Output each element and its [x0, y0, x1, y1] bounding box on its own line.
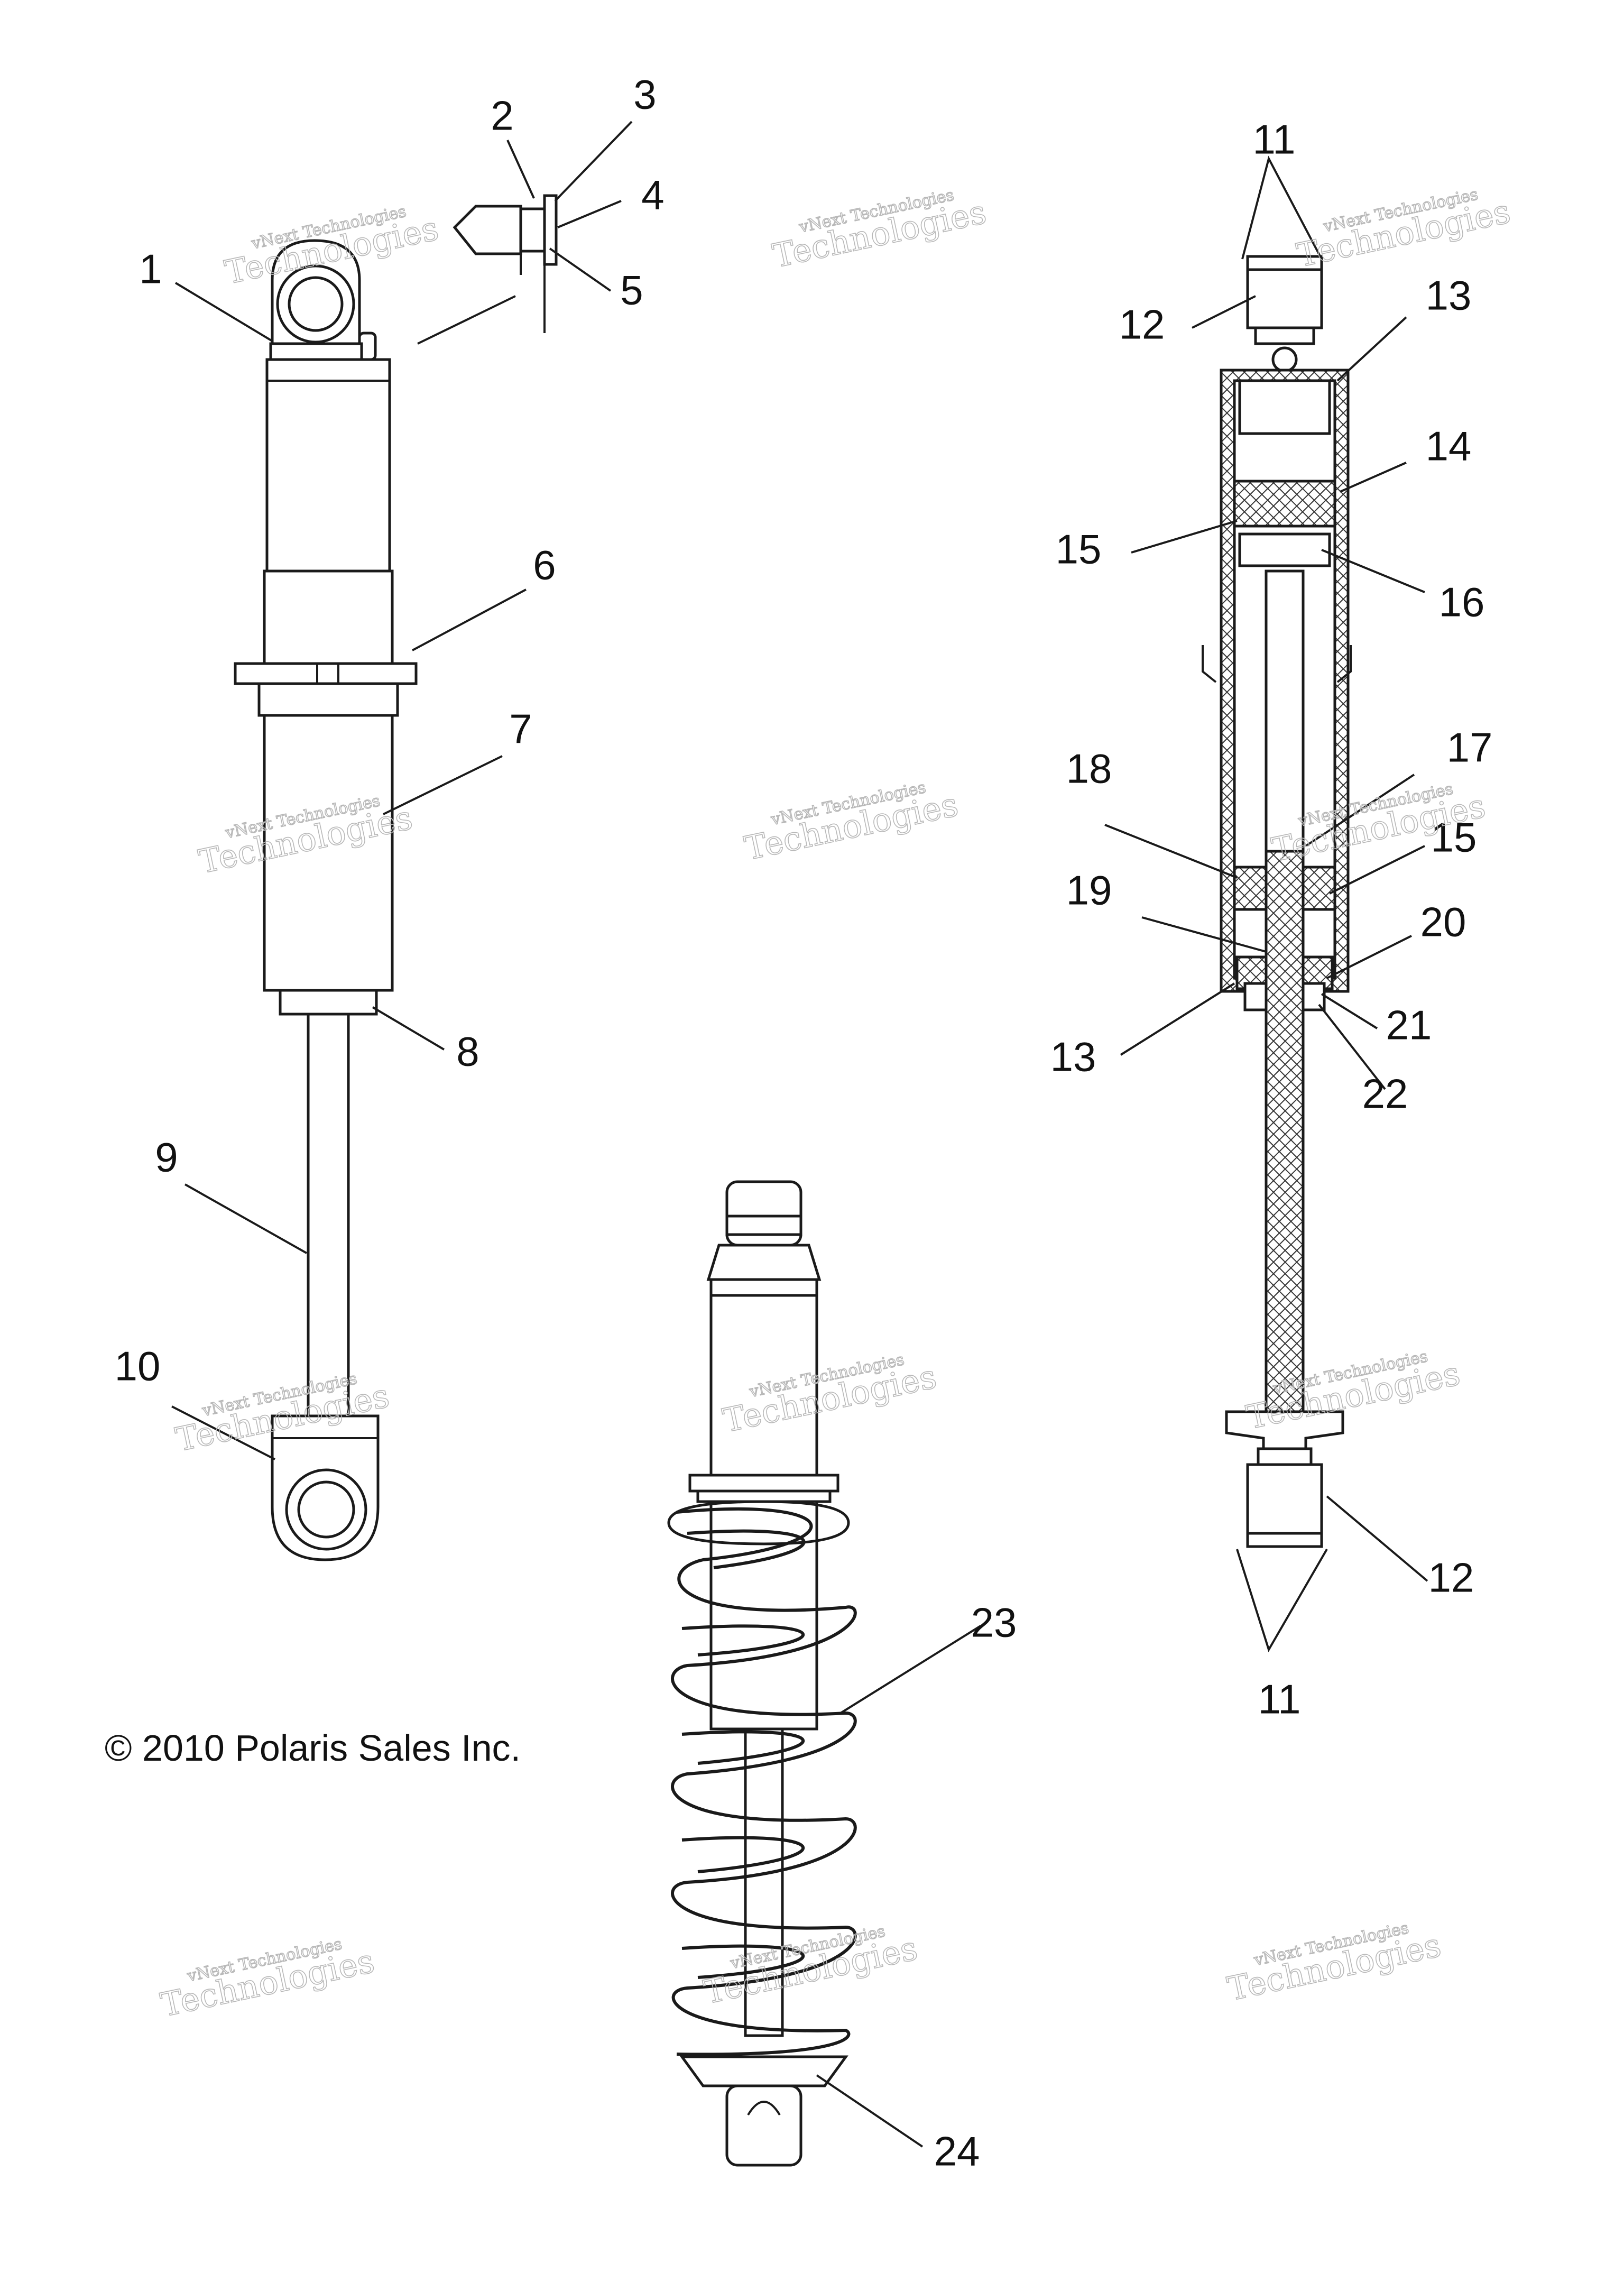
upper-body — [263, 569, 394, 665]
callout-8: 8 — [456, 1028, 479, 1075]
eyelet-base — [269, 342, 363, 361]
shock-body — [263, 714, 394, 992]
top-cap — [709, 1278, 818, 1297]
bottom-eyelet-bore — [297, 1480, 355, 1539]
threaded-collar — [257, 682, 399, 717]
valve-body — [519, 207, 546, 253]
coilover-shaft — [744, 1727, 784, 2037]
retainer-lip — [696, 1489, 832, 1503]
callout-19: 19 — [1066, 867, 1112, 914]
callout-1: 1 — [139, 246, 162, 292]
spring-retainer — [234, 662, 418, 685]
shock-shaft — [307, 1013, 350, 1418]
coilover-body — [709, 1294, 818, 1477]
bottom-bushing-washer — [1246, 1532, 1323, 1548]
callout-15-upper: 15 — [1056, 526, 1102, 573]
top-eyelet-bore — [288, 276, 344, 332]
ifp-piston — [1233, 480, 1336, 528]
callout-12-top: 12 — [1119, 301, 1165, 348]
callout-22: 22 — [1362, 1071, 1408, 1117]
bottom-clevis — [725, 2084, 802, 2167]
leader-lines — [171, 121, 1428, 2148]
callout-12-bottom: 12 — [1428, 1554, 1474, 1601]
callout-7: 7 — [509, 706, 532, 752]
top-clevis-band — [725, 1214, 802, 1236]
cutaway-shaft — [1265, 850, 1305, 1445]
callout-16: 16 — [1439, 579, 1485, 625]
callout-10: 10 — [115, 1343, 161, 1390]
seal-head-nut — [279, 989, 378, 1016]
lower-shaft-end — [1257, 1447, 1313, 1466]
callout-labels: 1 2 3 4 5 6 7 8 9 10 11 12 13 14 15 16 1… — [115, 71, 1493, 2175]
callout-6: 6 — [533, 542, 556, 588]
valve-washer — [543, 194, 558, 266]
callout-17: 17 — [1447, 724, 1493, 771]
cutaway-shock-assembly — [1202, 155, 1352, 1652]
bottom-bushing — [1246, 1463, 1323, 1535]
valve-detail — [453, 194, 558, 333]
top-eyelet-neck — [1254, 326, 1315, 345]
callout-15-lower: 15 — [1431, 814, 1477, 861]
reservoir-cap — [265, 358, 391, 573]
callout-11-bottom: 11 — [1258, 1676, 1301, 1723]
callout-3: 3 — [633, 71, 656, 118]
inner-shaft-top — [1265, 569, 1305, 869]
coilover-spring-retainer — [688, 1474, 839, 1493]
top-bleed-screw — [1271, 346, 1298, 373]
callout-24: 24 — [934, 2128, 980, 2175]
left-shock-assembly — [234, 239, 418, 1561]
callout-23: 23 — [971, 1599, 1017, 1646]
top-cap-internal — [1238, 379, 1331, 435]
seal-ring-right — [1302, 982, 1326, 1011]
callout-21: 21 — [1386, 1002, 1432, 1048]
floating-piston — [1238, 532, 1331, 567]
callout-20: 20 — [1420, 899, 1466, 945]
callout-13-lower: 13 — [1050, 1034, 1096, 1080]
callout-14: 14 — [1426, 423, 1472, 470]
top-mount-block — [706, 1244, 822, 1281]
callout-4: 4 — [641, 172, 664, 218]
callout-2: 2 — [491, 93, 513, 139]
callout-9: 9 — [155, 1134, 178, 1181]
coilover-shock-assembly — [667, 1180, 857, 2167]
lower-spring-seat — [679, 2055, 848, 2087]
coil-spring — [667, 1500, 857, 2056]
callout-13-top: 13 — [1426, 272, 1472, 319]
callout-5: 5 — [620, 267, 643, 314]
callout-11-top: 11 — [1253, 116, 1296, 163]
copyright-notice: © 2010 Polaris Sales Inc. — [105, 1727, 521, 1769]
seal-ring-left — [1243, 982, 1268, 1011]
callout-18: 18 — [1066, 746, 1112, 792]
top-bushing — [1246, 268, 1323, 329]
valve-cap — [453, 205, 522, 255]
